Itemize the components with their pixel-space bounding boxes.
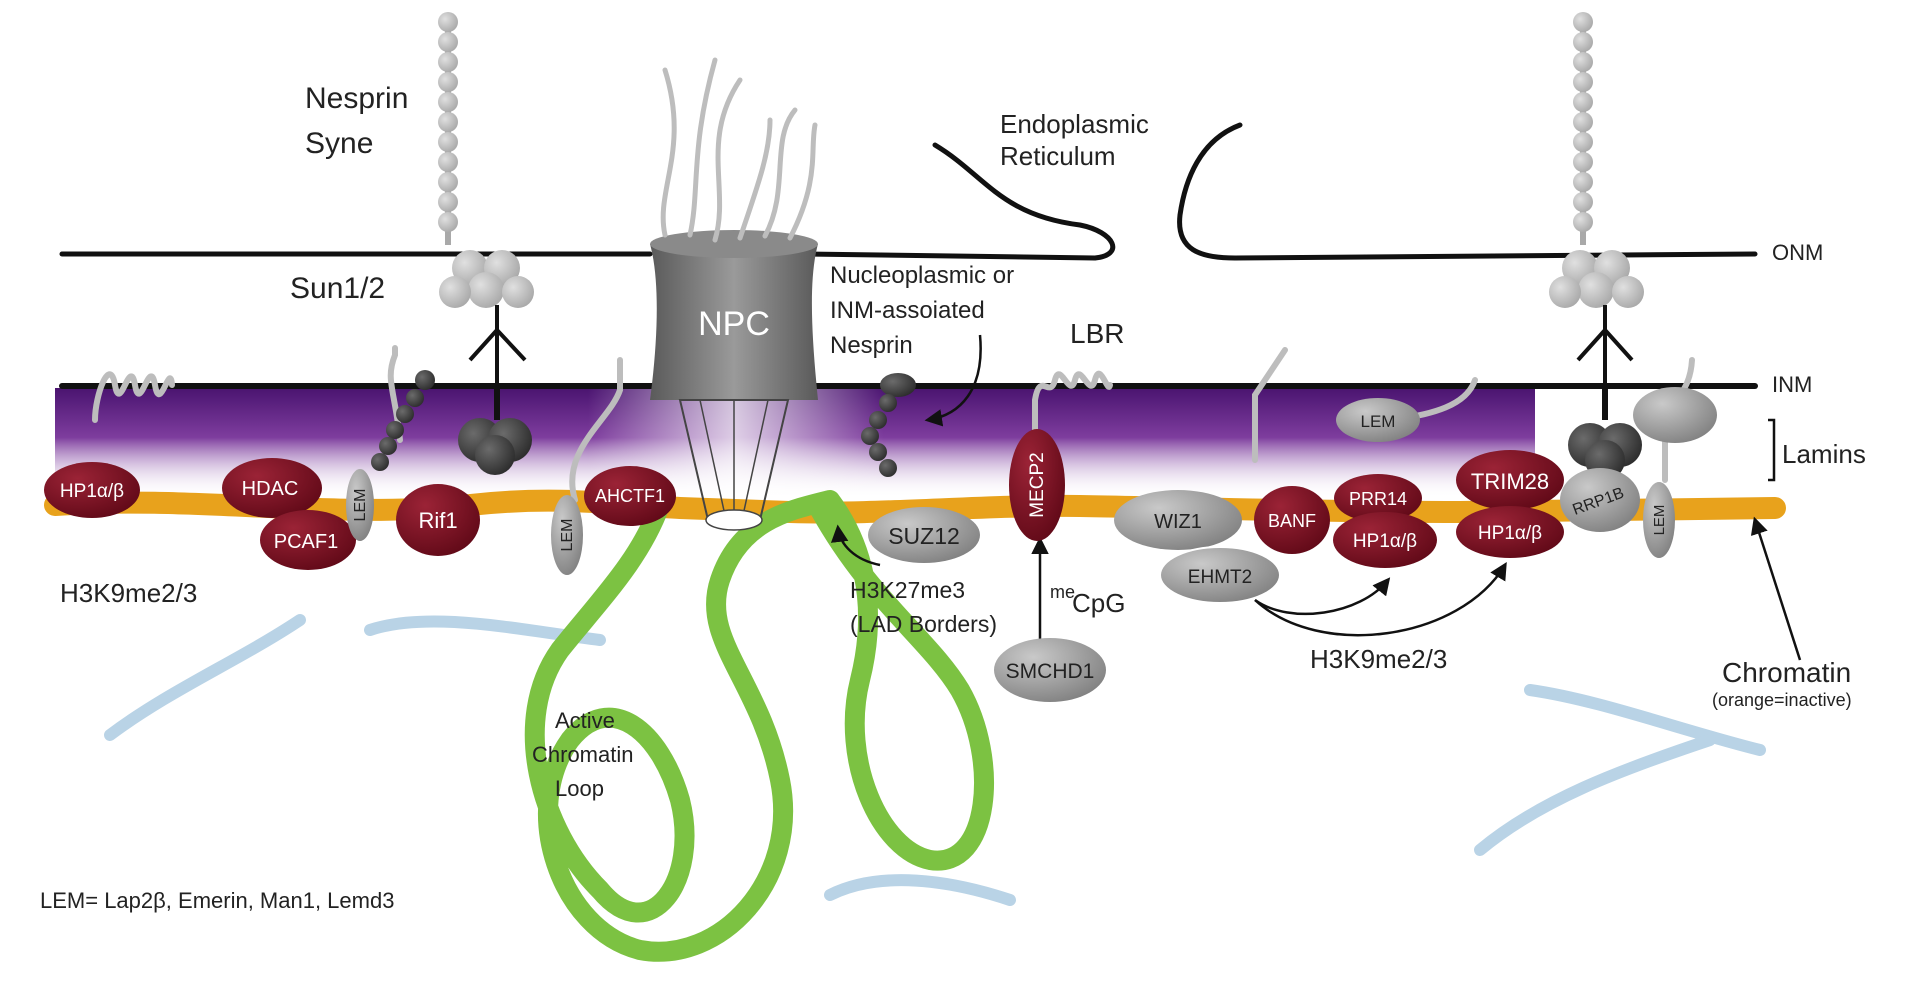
label-syne: Syne	[305, 127, 373, 160]
nuclear-pore-complex	[650, 230, 818, 531]
label-inm: INM	[1772, 372, 1812, 397]
label-nesprin: Nesprin	[305, 82, 408, 115]
protein-ahctf1: AHCTF1	[584, 466, 676, 526]
protein-suz12: SUZ12	[868, 507, 980, 563]
svg-text:HP1α/β: HP1α/β	[60, 481, 124, 502]
label-lbr: LBR	[1070, 318, 1124, 349]
protein-hp1-mid: HP1α/β	[1333, 512, 1437, 568]
svg-text:PCAF1: PCAF1	[274, 531, 338, 553]
svg-text:SUZ12: SUZ12	[888, 523, 960, 549]
chromatin-callout-arrow	[1750, 516, 1802, 661]
svg-text:WIZ1: WIZ1	[1154, 511, 1202, 533]
protein-smchd1: SMCHD1	[994, 638, 1106, 702]
label-h3k9-left: H3K9me2/3	[60, 578, 197, 608]
label-mecpg: CpG	[1072, 588, 1125, 618]
label-onm: ONM	[1772, 240, 1823, 265]
label-npc: NPC	[698, 305, 770, 343]
svg-text:HP1α/β: HP1α/β	[1478, 523, 1542, 544]
svg-text:LEM: LEM	[559, 519, 576, 552]
label-inm-nesprin-3: Nesprin	[830, 332, 913, 359]
protein-mecp2: MECP2	[1009, 429, 1065, 541]
label-sun: Sun1/2	[290, 272, 385, 305]
protein-ehmt2: EHMT2	[1159, 546, 1281, 604]
label-er-1: Endoplasmic	[1000, 109, 1149, 139]
svg-text:BANF: BANF	[1268, 511, 1316, 531]
svg-text:HDAC: HDAC	[242, 478, 299, 500]
active-chromatin-loop	[524, 490, 994, 962]
svg-text:MECP2: MECP2	[1027, 452, 1048, 517]
label-lamins: Lamins	[1782, 439, 1866, 469]
label-inm-nesprin-2: INM-assoiated	[830, 297, 985, 324]
inm-nesprin-beads	[861, 373, 916, 477]
label-h3k27-2: (LAD Borders)	[850, 611, 997, 637]
protein-rif1: Rif1	[396, 484, 480, 556]
protein-lem-3: LEM	[1643, 482, 1675, 558]
nesprin-callout-arrow	[924, 334, 982, 427]
protein-wiz1: WIZ1	[1114, 490, 1242, 550]
svg-text:TRIM28: TRIM28	[1471, 469, 1549, 494]
protein-pcaf1: PCAF1	[260, 510, 356, 570]
ehmt2-to-hp1-right-arrow	[1254, 562, 1507, 637]
endoplasmic-reticulum	[932, 122, 1243, 261]
lamina-nesprin-beads-left	[371, 370, 435, 471]
protein-trim28: TRIM28	[1456, 450, 1564, 510]
protein-lem-2: LEM	[551, 495, 583, 575]
protein-hp1-right: HP1α/β	[1456, 506, 1564, 558]
npc-filaments	[660, 57, 818, 243]
nesprin-chain-right	[1549, 12, 1644, 480]
label-loop-3: Loop	[555, 776, 604, 801]
label-h3k27-1: H3K27me3	[850, 577, 965, 603]
svg-text:LEM: LEM	[352, 489, 369, 522]
label-loop-1: Active	[555, 708, 615, 733]
label-loop-2: Chromatin	[532, 742, 633, 767]
lamins-bracket	[1768, 418, 1776, 482]
label-chromatin-1: Chromatin	[1722, 657, 1851, 688]
protein-vrk2	[1633, 387, 1717, 443]
svg-text:Rif1: Rif1	[418, 508, 457, 533]
h3k27-to-suz12-arrow	[830, 524, 881, 567]
protein-hp1-left: HP1α/β	[44, 462, 140, 518]
label-mecpg-sup: me	[1050, 582, 1075, 602]
svg-text:AHCTF1: AHCTF1	[595, 486, 665, 506]
svg-text:SMCHD1: SMCHD1	[1006, 660, 1095, 683]
svg-text:LEM: LEM	[1361, 412, 1396, 431]
label-lem-definition: LEM= Lap2β, Emerin, Man1, Lemd3	[40, 888, 394, 913]
protein-rrp1b: RRP1B	[1560, 468, 1640, 532]
arrows	[830, 334, 1802, 661]
svg-text:EHMT2: EHMT2	[1188, 567, 1252, 588]
protein-lem-1: LEM	[346, 469, 374, 541]
protein-lem-4: LEM	[1336, 398, 1420, 442]
protein-hdac: HDAC	[222, 458, 322, 518]
svg-text:HP1α/β: HP1α/β	[1353, 531, 1417, 552]
nesprin-chain-left	[438, 12, 534, 475]
ehmt2-to-hp1-mid-arrow	[1254, 577, 1391, 616]
outer-nuclear-membrane	[59, 251, 1758, 261]
label-chromatin-2: (orange=inactive)	[1712, 690, 1852, 710]
label-er-2: Reticulum	[1000, 141, 1116, 171]
protein-prr14: PRR14	[1334, 474, 1422, 522]
svg-text:LEM: LEM	[1651, 505, 1668, 536]
label-h3k9-right: H3K9me2/3	[1310, 644, 1447, 674]
svg-text:PRR14: PRR14	[1349, 489, 1407, 509]
label-inm-nesprin-1: Nucleoplasmic or	[830, 262, 1014, 289]
protein-banf: BANF	[1254, 486, 1330, 554]
